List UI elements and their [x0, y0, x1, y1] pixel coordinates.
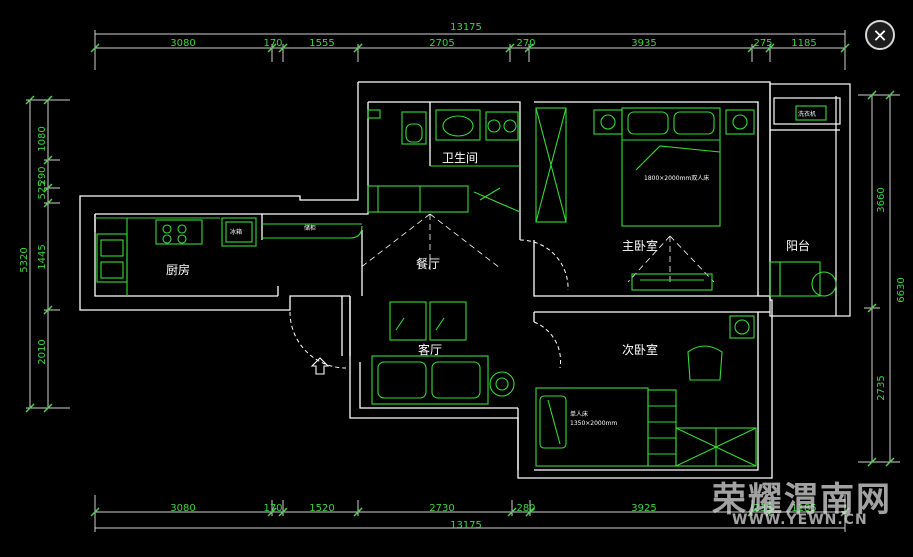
sight-lines: [359, 213, 715, 283]
washer-label: 洗衣机: [798, 110, 816, 118]
left-dimension-ticks: [25, 95, 53, 413]
walls: [79, 81, 773, 479]
left-dimension: [26, 99, 70, 409]
right-dim-1: 3660: [876, 187, 887, 212]
right-dim-2: 2735: [876, 375, 887, 400]
watermark-logo: 荣耀渭南网: [712, 480, 892, 520]
room-label-dining: 餐厅: [416, 256, 440, 271]
top-dim-2: 170: [263, 38, 282, 49]
room-label-balcony: 阳台: [786, 238, 810, 253]
second-bedroom-furniture: [535, 315, 757, 467]
room-label-bathroom: 卫生间: [442, 151, 478, 165]
left-dim-2: 525: [37, 180, 48, 199]
bathroom-fixtures: [367, 109, 521, 213]
balcony-fixtures: [769, 105, 837, 297]
room-label-kitchen: 厨房: [166, 262, 190, 277]
cabinet-label: 储柜: [304, 224, 316, 232]
bottom-dim-1: 3080: [170, 503, 195, 514]
room-label-second-bedroom: 次卧室: [622, 342, 658, 357]
room-label-living: 客厅: [418, 342, 442, 357]
left-dim-1: 1080: [37, 126, 48, 151]
bottom-dim-5: 280: [516, 503, 535, 514]
bottom-dim-2: 170: [263, 503, 282, 514]
top-total-dimension: 13175: [450, 22, 482, 33]
bottom-total-dimension: 13175: [450, 520, 482, 531]
bottom-dim-3: 1520: [309, 503, 334, 514]
room-label-master-bedroom: 主卧室: [622, 238, 658, 253]
top-dimension-ticks: [90, 43, 850, 53]
kitchen-fixtures: [95, 217, 363, 296]
left-dim-5: 2010: [37, 339, 48, 364]
top-dimension: [94, 30, 846, 70]
left-total-dimension: 5320: [19, 247, 30, 272]
close-button[interactable]: ✕: [865, 20, 895, 50]
single-bed-label: 单人床: [570, 410, 588, 418]
close-icon: ✕: [872, 26, 888, 47]
bottom-dimension-ticks: [90, 507, 850, 517]
top-dim-5: 270: [516, 38, 535, 49]
bottom-dim-8: 1185: [791, 503, 816, 514]
right-dimension: [858, 94, 900, 463]
top-dim-8: 1185: [791, 38, 816, 49]
top-dim-1: 3080: [170, 38, 195, 49]
top-dim-3: 1555: [309, 38, 334, 49]
right-dimension-ticks: [867, 90, 895, 467]
top-dim-4: 2705: [429, 38, 454, 49]
left-dim-3: 290: [37, 166, 48, 185]
watermark-url: WWW.YEWN.CN: [732, 512, 868, 528]
balcony: [769, 83, 851, 317]
double-bed-label: 1800×2000mm双人床: [644, 174, 709, 182]
top-dim-7: 275: [753, 38, 772, 49]
right-total-dimension: 6630: [896, 277, 907, 302]
living-furniture: [371, 301, 515, 405]
bottom-dim-6: 3925: [631, 503, 656, 514]
bottom-dimension: [94, 495, 846, 532]
fridge-label: 冰箱: [230, 228, 242, 236]
master-bedroom-furniture: [535, 107, 755, 291]
left-dim-4: 1445: [37, 244, 48, 269]
bottom-dim-4: 2730: [429, 503, 454, 514]
single-bed-size-label: 1350×2000mm: [570, 420, 617, 427]
bottom-dim-7: 235: [753, 503, 772, 514]
top-dim-6: 3935: [631, 38, 656, 49]
entry-arrow-icon: [310, 357, 330, 375]
